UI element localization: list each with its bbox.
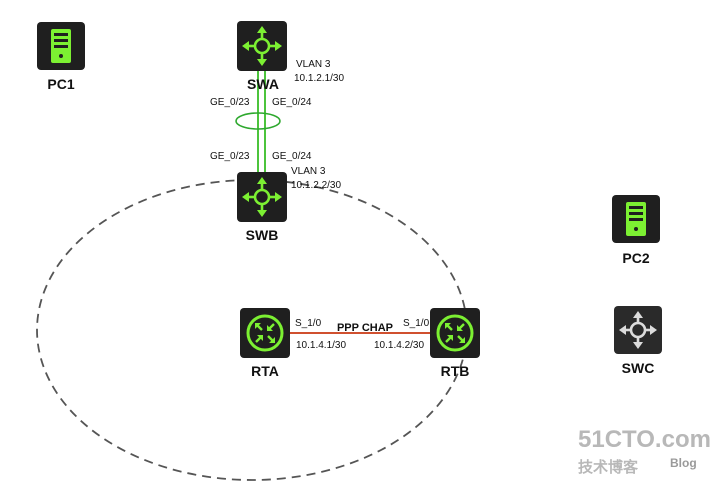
rtb-ip: 10.1.4.2/30 — [374, 340, 424, 351]
layer3-switch-icon — [242, 26, 282, 66]
rta-label: RTA — [251, 363, 279, 379]
pc2-device[interactable] — [612, 195, 660, 243]
watermark-sub: 技术博客 — [578, 458, 639, 476]
swa-port-ge023: GE_0/23 — [210, 97, 250, 108]
server-tower-icon — [626, 202, 646, 236]
watermark-main: 51CTO.com — [578, 426, 711, 453]
swc-device[interactable] — [614, 306, 662, 354]
link-protocol-label: PPP CHAP — [337, 322, 393, 334]
swb-port-ge023: GE_0/23 — [210, 151, 250, 162]
swb-ip: 10.1.2.2/30 — [291, 180, 341, 191]
rtb-device[interactable] — [430, 308, 480, 358]
link-aggregation-ring — [235, 112, 281, 130]
swb-label: SWB — [246, 227, 279, 243]
watermark-blog: Blog — [670, 456, 697, 470]
swa-label: SWA — [247, 76, 279, 92]
swa-vlan: VLAN 3 — [296, 59, 331, 70]
server-tower-icon — [51, 29, 71, 63]
rta-device[interactable] — [240, 308, 290, 358]
swb-port-ge024: GE_0/24 — [272, 151, 312, 162]
swa-device[interactable] — [237, 21, 287, 71]
pc1-label: PC1 — [47, 76, 74, 92]
pc1-device[interactable] — [37, 22, 85, 70]
swb-vlan: VLAN 3 — [291, 166, 326, 177]
pc2-label: PC2 — [622, 250, 649, 266]
swb-device[interactable] — [237, 172, 287, 222]
rta-ip: 10.1.4.1/30 — [296, 340, 346, 351]
rta-port: S_1/0 — [295, 318, 322, 329]
swa-ip: 10.1.2.1/30 — [294, 73, 344, 84]
swc-label: SWC — [622, 360, 655, 376]
site-watermark: 51CTO.com 技术博客 Blog — [578, 426, 711, 476]
router-icon — [436, 314, 474, 352]
layer3-switch-icon — [242, 177, 282, 217]
rtb-label: RTB — [441, 363, 470, 379]
rtb-port: S_1/0 — [403, 318, 430, 329]
swa-port-ge024: GE_0/24 — [272, 97, 312, 108]
router-icon — [246, 314, 284, 352]
layer3-switch-icon — [619, 311, 657, 349]
